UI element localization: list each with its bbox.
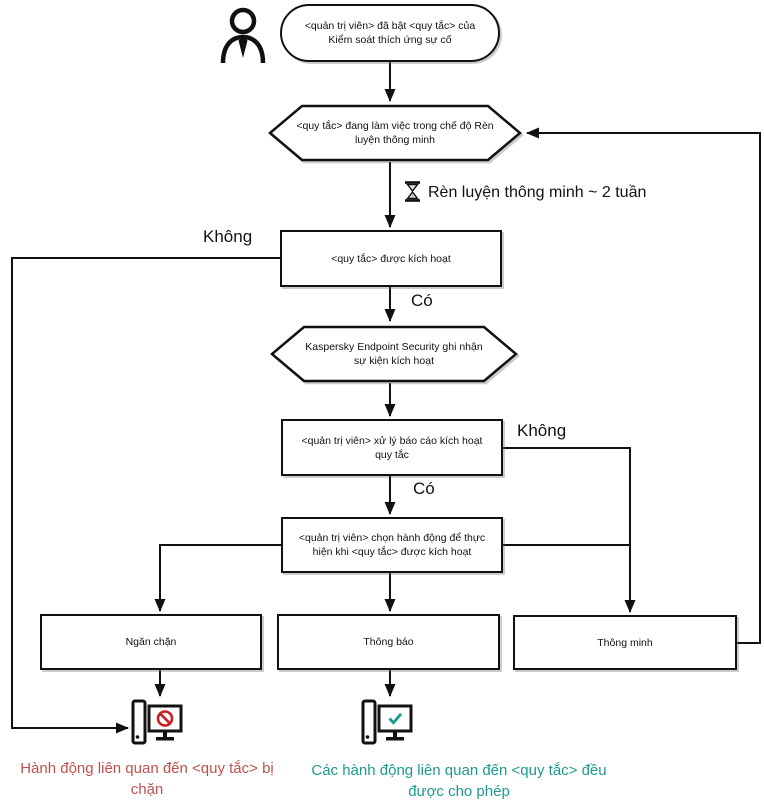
prohibition-icon <box>156 710 174 727</box>
caption-allowed: Các hành động liên quan đến <quy tắc> đề… <box>311 762 607 800</box>
node-event-logged-label: Kaspersky Endpoint Security ghi nhận sự … <box>305 341 483 367</box>
edge-label-yes-1: Có <box>411 291 433 310</box>
edge-label-yes-2: Có <box>413 479 435 498</box>
node-action-smart-label: Thông minh <box>597 636 653 649</box>
hexagon-shape <box>268 104 522 162</box>
edge-label-no-2: Không <box>517 421 567 440</box>
hourglass-icon <box>405 181 420 202</box>
person-icon <box>220 7 266 64</box>
caption-blocked: Hành động liên quan đến <quy tắc> bị chặ… <box>20 760 274 798</box>
node-action-block: Ngăn chặn <box>40 614 262 670</box>
node-rule-triggered: <quy tắc> được kích hoạt <box>280 230 502 287</box>
node-event-logged: Kaspersky Endpoint Security ghi nhận sự … <box>270 325 518 383</box>
training-duration-note: Rèn luyện thông minh ~ 2 tuần <box>428 184 647 201</box>
edge-label-no-1: Không <box>203 227 253 246</box>
node-action-smart: Thông minh <box>513 615 737 670</box>
node-start-label: <quản trị viên> đã bật <quy tắc> của Kiể… <box>304 20 476 46</box>
node-start: <quản trị viên> đã bật <quy tắc> của Kiể… <box>280 4 500 62</box>
node-action-notify: Thông báo <box>277 614 500 670</box>
node-action-chosen-label: <quản trị viên> chọn hành động để thực h… <box>298 532 486 558</box>
node-action-chosen: <quản trị viên> chọn hành động để thực h… <box>281 517 503 573</box>
node-rule-triggered-label: <quy tắc> được kích hoạt <box>331 252 451 265</box>
node-action-notify-label: Thông báo <box>363 636 414 648</box>
hexagon-shape <box>270 325 518 383</box>
computer-allowed-icon <box>361 699 413 745</box>
computer-blocked-icon <box>131 699 183 745</box>
node-report-processed-label: <quản trị viên> xử lý báo cáo kích hoạt … <box>301 434 483 461</box>
node-report-processed: <quản trị viên> xử lý báo cáo kích hoạt … <box>281 419 503 476</box>
node-action-block-label: Ngăn chặn <box>125 636 177 648</box>
checkmark-icon <box>388 712 403 725</box>
node-training-mode: <quy tắc> đang làm việc trong chế độ Rèn… <box>268 104 522 162</box>
node-training-mode-label: <quy tắc> đang làm việc trong chế độ Rèn… <box>296 120 494 146</box>
